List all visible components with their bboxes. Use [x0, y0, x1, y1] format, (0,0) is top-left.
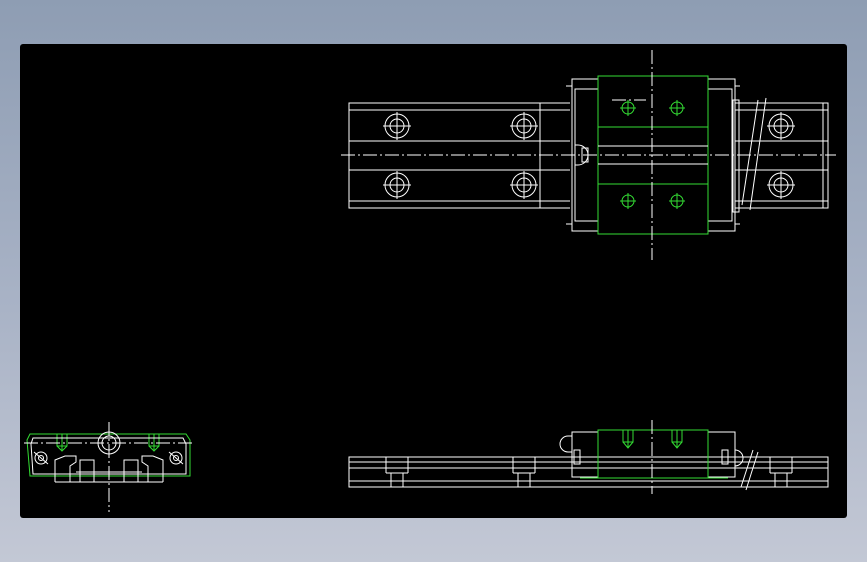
centerlines-end	[24, 422, 194, 512]
centerlines-top	[341, 50, 836, 260]
carriage-body-top	[597, 75, 709, 235]
front-elevation-view	[348, 420, 829, 494]
rail-holes-front	[385, 457, 793, 487]
top-view	[341, 50, 836, 260]
rail-top-right	[735, 97, 829, 211]
carriage-body-front	[580, 429, 728, 479]
rail-front	[348, 449, 829, 491]
cad-drawing	[24, 50, 836, 512]
rail-holes-top-view	[383, 112, 795, 199]
cad-drawing-canvas[interactable]	[20, 44, 847, 518]
end-section-view	[24, 422, 194, 512]
end-block-outline	[26, 433, 191, 477]
carriage-inner-lines-top	[598, 145, 708, 165]
